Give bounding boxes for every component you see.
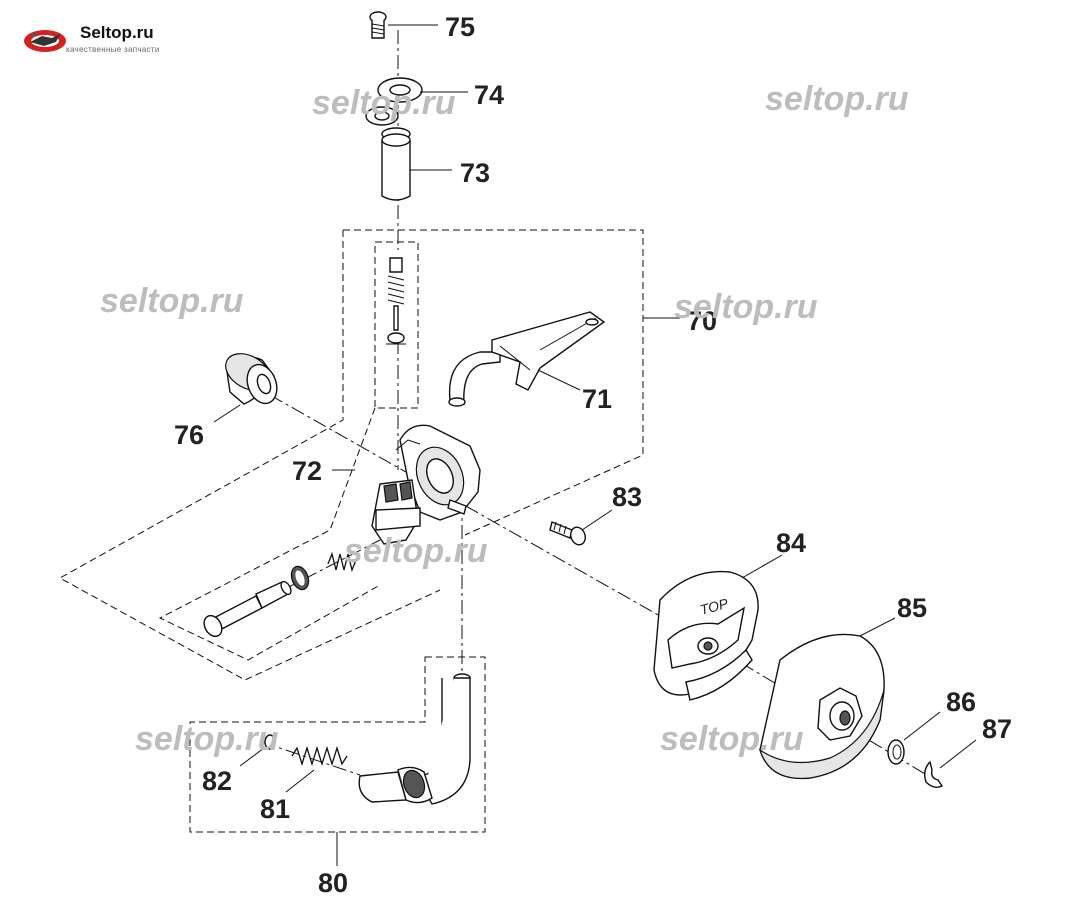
pump-spring: [327, 551, 357, 573]
label-73: 73: [460, 158, 490, 188]
axis-spring-80: [261, 741, 361, 776]
part-75-screw: [369, 11, 387, 39]
logo-emblem-icon: [24, 30, 66, 52]
leader-lines: [213, 24, 977, 866]
label-87: 87: [982, 714, 1012, 744]
part-71-hose-bracket: [448, 311, 606, 407]
oil-pump-body: [371, 424, 481, 545]
label-72: 72: [292, 456, 322, 486]
label-75: 75: [445, 12, 475, 42]
watermark-7: seltop.ru: [660, 720, 804, 758]
watermark-2: seltop.ru: [765, 80, 909, 118]
watermark-5: seltop.ru: [344, 532, 488, 570]
label-83: 83: [612, 482, 642, 512]
part-82-filter-cap: [264, 734, 276, 750]
clutch-top-marking: TOP: [698, 595, 730, 618]
watermark-4: seltop.ru: [674, 288, 818, 326]
part-72-pin-spring: [386, 257, 406, 345]
label-81: 81: [260, 794, 290, 824]
watermark-6: seltop.ru: [135, 720, 279, 758]
label-85: 85: [897, 593, 927, 623]
part-84-clutch: TOP: [653, 570, 759, 701]
label-70: 70: [687, 306, 717, 336]
assembly-72-outline: [158, 241, 419, 661]
part-74-washers: [365, 77, 423, 126]
logo-tagline-text: качественные запчасти: [66, 45, 160, 54]
label-84: 84: [776, 528, 806, 558]
assembly-70-outline: [58, 229, 644, 681]
part-73-sleeve: [381, 127, 411, 201]
seltop-logo: Seltop.ru качественные запчасти: [22, 22, 212, 62]
label-71: 71: [582, 384, 612, 414]
part-85-clutch-drum: [758, 633, 885, 780]
label-80: 80: [318, 868, 348, 898]
part-81-filter-spring: [291, 745, 348, 767]
axis-main-shaft: [269, 394, 721, 651]
part-83-screw: [549, 521, 586, 546]
logo-brand-text: Seltop.ru: [80, 23, 154, 42]
pump-piston: [203, 580, 292, 638]
label-82: 82: [202, 766, 232, 796]
part-76-roller: [225, 353, 278, 405]
assembly-80-outline: [189, 656, 486, 833]
part-87-eclip: [923, 760, 944, 789]
part-80-suction-hose: [358, 673, 471, 805]
part-86-washer: [887, 739, 905, 765]
watermark-3: seltop.ru: [100, 282, 244, 320]
label-74: 74: [474, 80, 504, 110]
watermark-1: seltop.ru: [312, 84, 456, 122]
pump-oring: [290, 565, 310, 591]
label-86: 86: [946, 687, 976, 717]
label-76: 76: [174, 420, 204, 450]
